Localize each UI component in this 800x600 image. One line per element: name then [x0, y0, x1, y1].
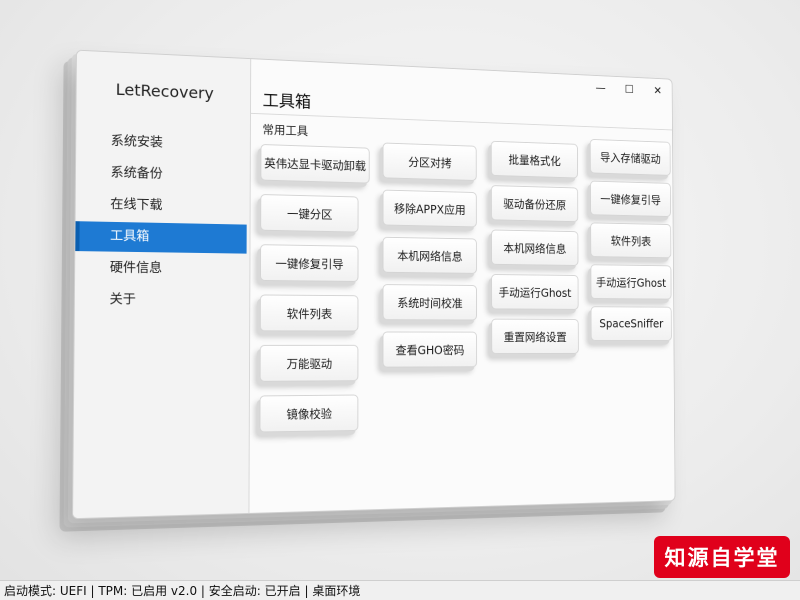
tool-button-one-click-partition[interactable]: 一键分区 — [260, 194, 359, 233]
tool-button-one-click-boot-repair-2[interactable]: 一键修复引导 — [590, 180, 671, 217]
sidebar-item-toolbox[interactable]: 工具箱 — [75, 221, 247, 254]
tool-button-software-list[interactable]: 软件列表 — [259, 294, 359, 332]
tool-button-reset-network[interactable]: 重置网络设置 — [491, 318, 579, 355]
sidebar-item-system-install[interactable]: 系统安装 — [110, 133, 163, 151]
tool-button-image-verify[interactable]: 镜像校验 — [259, 394, 359, 433]
tool-button-gho-password[interactable]: 查看GHO密码 — [382, 331, 478, 368]
tool-button-import-storage-driver[interactable]: 导入存储驱动 — [589, 138, 671, 176]
sidebar: LetRecovery 系统安装 系统备份 在线下载 工具箱 硬件信息 关于 — [73, 50, 252, 519]
tool-button-manual-ghost[interactable]: 手动运行Ghost — [491, 274, 579, 310]
tool-button-time-sync[interactable]: 系统时间校准 — [382, 284, 477, 321]
tool-button-one-click-boot-repair[interactable]: 一键修复引导 — [259, 244, 359, 282]
main-content: 工具箱 常用工具 英伟达显卡驱动卸载 一键分区 一键修复引导 软件列表 万能驱动… — [249, 59, 674, 513]
sidebar-nav: 系统安装 系统备份 在线下载 工具箱 硬件信息 关于 — [75, 126, 251, 318]
tool-button-spacesniffer[interactable]: SpaceSniffer — [590, 306, 672, 341]
tool-button-software-list-2[interactable]: 软件列表 — [590, 222, 672, 259]
status-bar: 启动模式: UEFI | TPM: 已启用 v2.0 | 安全启动: 已开启 |… — [0, 580, 800, 600]
title-divider — [250, 112, 673, 131]
sidebar-item-hardware-info[interactable]: 硬件信息 — [109, 260, 163, 276]
tool-button-remove-appx[interactable]: 移除APPX应用 — [382, 189, 477, 228]
tool-button-driver-backup-restore[interactable]: 驱动备份还原 — [490, 185, 579, 223]
sidebar-item-system-backup[interactable]: 系统备份 — [110, 165, 163, 182]
sidebar-item-online-download[interactable]: 在线下载 — [110, 197, 163, 214]
tool-button-manual-ghost-2[interactable]: 手动运行Ghost — [590, 264, 672, 300]
app-title: LetRecovery — [115, 80, 214, 103]
tool-button-partition-clone[interactable]: 分区对拷 — [382, 142, 477, 181]
tool-button-universal-driver[interactable]: 万能驱动 — [259, 344, 359, 382]
tool-button-batch-format[interactable]: 批量格式化 — [490, 140, 579, 179]
sidebar-item-about[interactable]: 关于 — [109, 292, 136, 308]
section-label: 常用工具 — [262, 122, 309, 138]
tool-button-network-info[interactable]: 本机网络信息 — [382, 236, 477, 274]
tool-button-nvidia-driver-uninstall[interactable]: 英伟达显卡驱动卸载 — [260, 143, 370, 184]
page-title: 工具箱 — [262, 91, 312, 113]
app-window: LetRecovery 系统安装 系统备份 在线下载 工具箱 硬件信息 关于 —… — [72, 49, 676, 520]
tool-button-network-info-2[interactable]: 本机网络信息 — [491, 229, 579, 266]
watermark-logo: 知源自学堂 — [654, 536, 790, 578]
scene: LetRecovery 系统安装 系统备份 在线下载 工具箱 硬件信息 关于 —… — [72, 49, 676, 520]
